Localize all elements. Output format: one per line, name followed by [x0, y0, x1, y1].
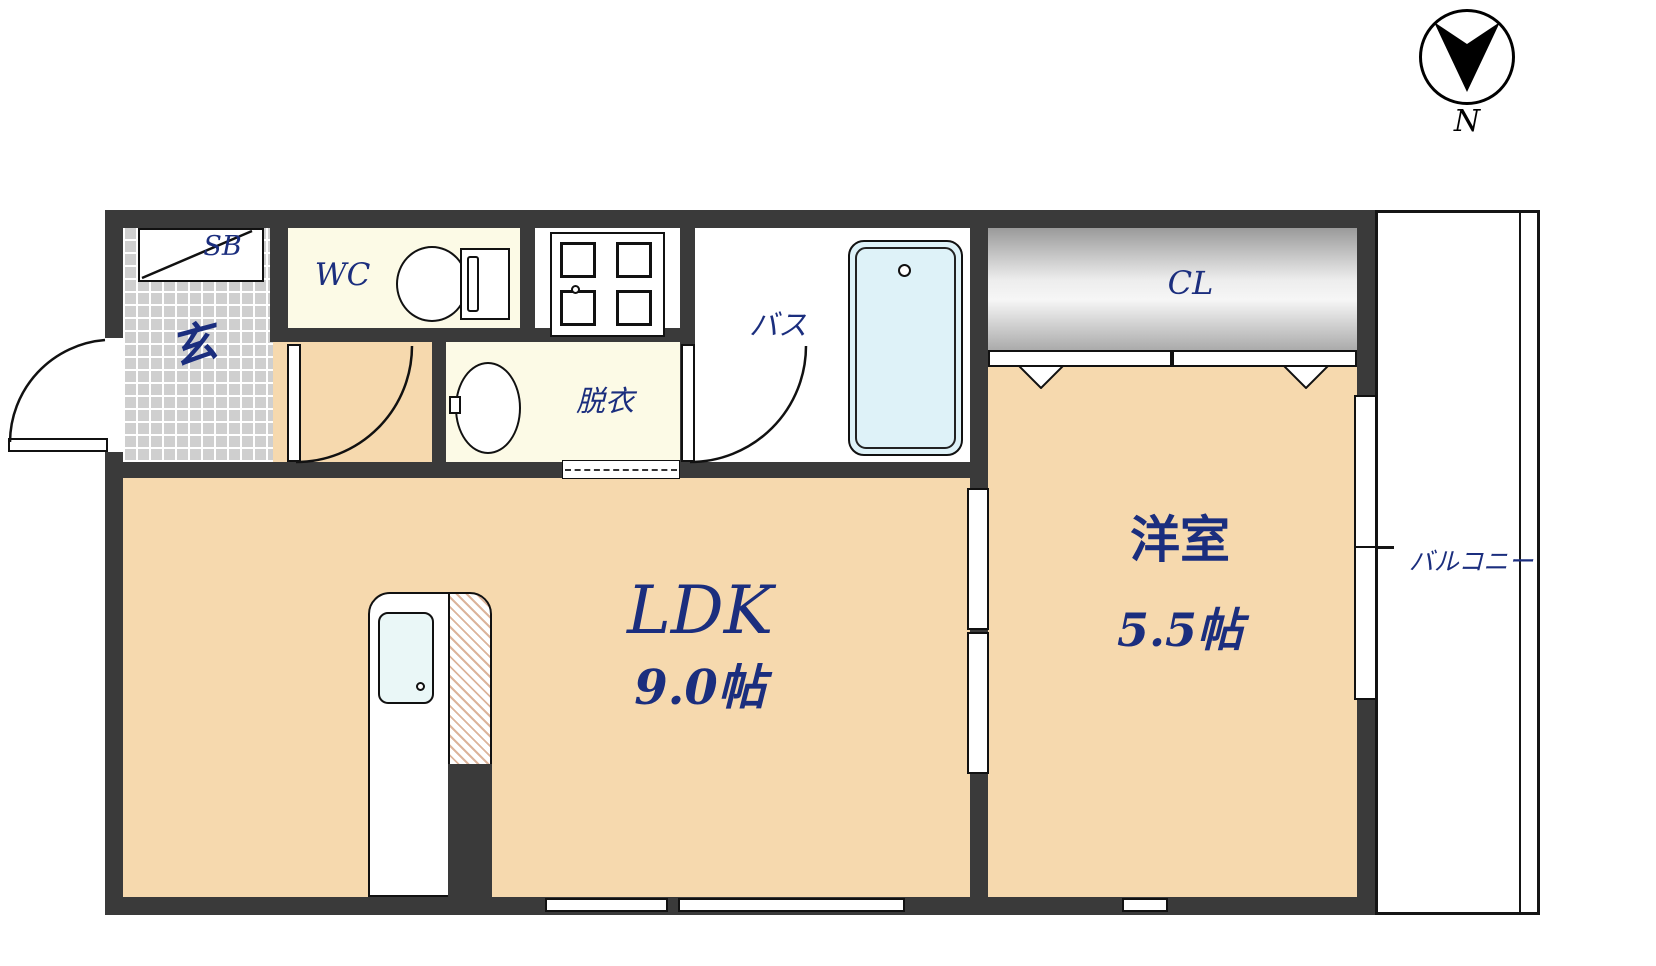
- wall-segment: [520, 210, 535, 342]
- north-arrow-icon: [1434, 22, 1500, 92]
- compass: [1419, 9, 1515, 105]
- western-room-size-label: 5.5帖: [1116, 603, 1244, 657]
- stove-icon: [550, 232, 665, 337]
- bathtub-inner-line: [855, 247, 956, 449]
- ldk-size-label: 9.0帖: [634, 660, 766, 716]
- shoe-box-label: SB: [203, 231, 242, 262]
- wall-segment: [432, 330, 446, 478]
- wc-label: WC: [314, 257, 371, 293]
- ldk-label: LDK: [626, 572, 774, 649]
- stove-burner-icon: [560, 242, 596, 278]
- room-western: [988, 352, 1357, 897]
- entrance-door-opening: [105, 338, 123, 452]
- stove-burner-icon: [616, 242, 652, 278]
- wall-segment: [105, 462, 988, 478]
- wall-segment: [270, 210, 288, 342]
- room-ldk: [123, 478, 970, 897]
- bathtub-icon: [848, 240, 963, 456]
- toilet-tank-icon: [460, 248, 510, 320]
- bath-door-leaf: [681, 344, 695, 462]
- balcony-railing-line: [1519, 213, 1521, 912]
- toilet-icon: [396, 246, 468, 322]
- compass-label: N: [1453, 104, 1481, 139]
- window-south: [1122, 898, 1168, 912]
- hall-door-leaf: [287, 344, 301, 462]
- closet-door: [1172, 350, 1357, 367]
- dressing-threshold: [562, 460, 680, 479]
- bathtub-drain-icon: [898, 264, 911, 277]
- closet-swing-icon: [1018, 365, 1064, 389]
- kitchen-sink-icon: [378, 612, 434, 704]
- closet-label: CL: [1167, 264, 1214, 302]
- toilet-tank-detail: [467, 256, 479, 312]
- window-south: [545, 898, 668, 912]
- bath-label: バス: [748, 308, 807, 342]
- western-room-label: 洋室: [1130, 510, 1230, 569]
- closet-swing-icon: [1283, 365, 1329, 389]
- stove-burner-icon: [560, 290, 596, 326]
- stove-burner-icon: [616, 290, 652, 326]
- balcony-label: バルコニー: [1408, 547, 1534, 576]
- sliding-door-panel: [967, 488, 989, 630]
- closet-door: [988, 350, 1172, 367]
- room-closet: [988, 228, 1357, 352]
- balcony-window: [1354, 395, 1377, 700]
- threshold-dashed-line: [565, 469, 677, 471]
- kitchen-counter-hatch: [448, 592, 492, 766]
- sliding-door-panel: [967, 632, 989, 774]
- window-pane-divider: [1355, 546, 1376, 548]
- wall-segment: [970, 210, 988, 478]
- entrance-door-leaf: [8, 438, 108, 452]
- dressing-label: 脱衣: [575, 384, 634, 418]
- window-south: [678, 898, 905, 912]
- washbasin-tap-icon: [449, 396, 461, 414]
- entrance-door-arc: [8, 338, 106, 443]
- stove-knob-icon: [571, 285, 580, 294]
- kitchen-counter-base: [448, 764, 492, 897]
- kitchen-counter: [368, 592, 450, 897]
- kitchen-sink-drain-icon: [416, 682, 425, 691]
- washbasin-icon: [455, 362, 521, 454]
